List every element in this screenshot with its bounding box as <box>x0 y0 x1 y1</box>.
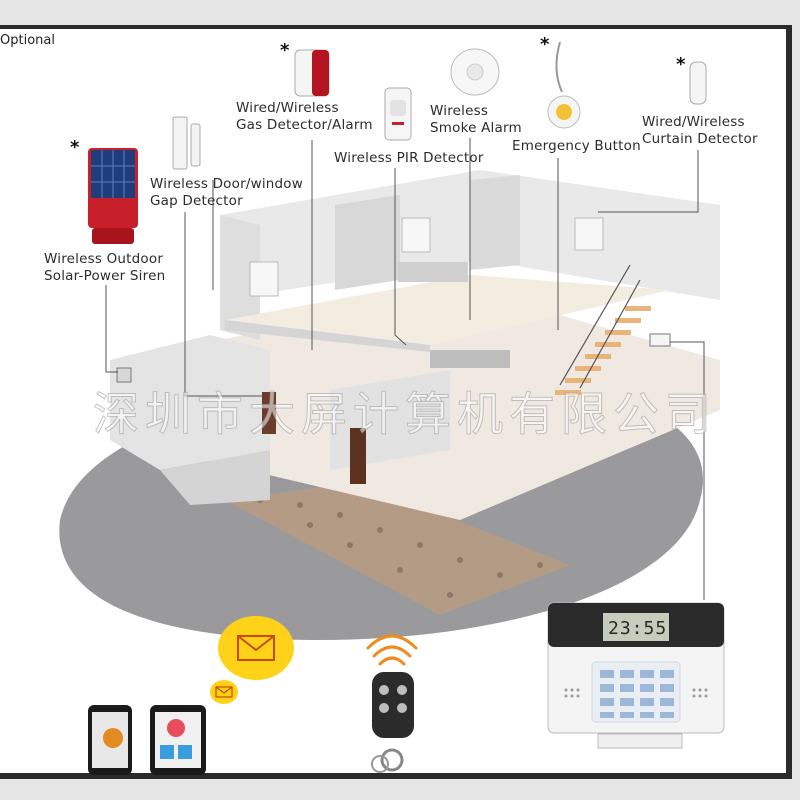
curtain-detector-icon <box>689 61 707 105</box>
gravel-path <box>225 482 570 615</box>
house-lower-left-wall <box>110 335 270 470</box>
smartphone-icon <box>150 705 206 775</box>
emergency-button-icon <box>547 41 581 129</box>
label-emergency-button: Emergency Button <box>512 138 641 154</box>
gas-detector-icon <box>294 49 330 97</box>
remote-control-icon <box>371 672 414 773</box>
window <box>574 217 604 251</box>
siren-mount <box>116 367 132 383</box>
panel-lcd-time: 23:55 <box>608 618 668 639</box>
door <box>350 428 366 484</box>
notification-envelope-icon <box>218 616 294 680</box>
optional-star-emergency: * <box>540 34 550 55</box>
notification-envelope-small-icon <box>210 680 238 704</box>
smoke-alarm-icon <box>450 48 500 96</box>
optional-note: Optional <box>0 33 55 48</box>
optional-star-curtain: * <box>676 54 686 75</box>
bed <box>398 262 468 282</box>
house-upper-floor <box>225 275 670 345</box>
sofa <box>430 350 510 368</box>
alarm-control-panel-icon <box>547 602 725 749</box>
door <box>262 392 276 434</box>
solar-siren-icon <box>88 148 138 244</box>
door-sensor-icon <box>172 116 201 170</box>
smartphone-icon <box>88 705 132 775</box>
window <box>401 217 431 253</box>
label-pir-detector: Wireless PIR Detector <box>334 150 484 166</box>
watermark: 深圳市大屏计算机有限公司 <box>93 387 717 442</box>
remote-signal-icon <box>366 634 418 666</box>
optional-star-gas: * <box>280 40 290 61</box>
leader-lines <box>105 138 705 600</box>
optional-star-siren: * <box>70 137 80 158</box>
wall-keypad <box>649 333 671 347</box>
pir-detector-icon <box>384 87 412 141</box>
window <box>249 261 279 297</box>
